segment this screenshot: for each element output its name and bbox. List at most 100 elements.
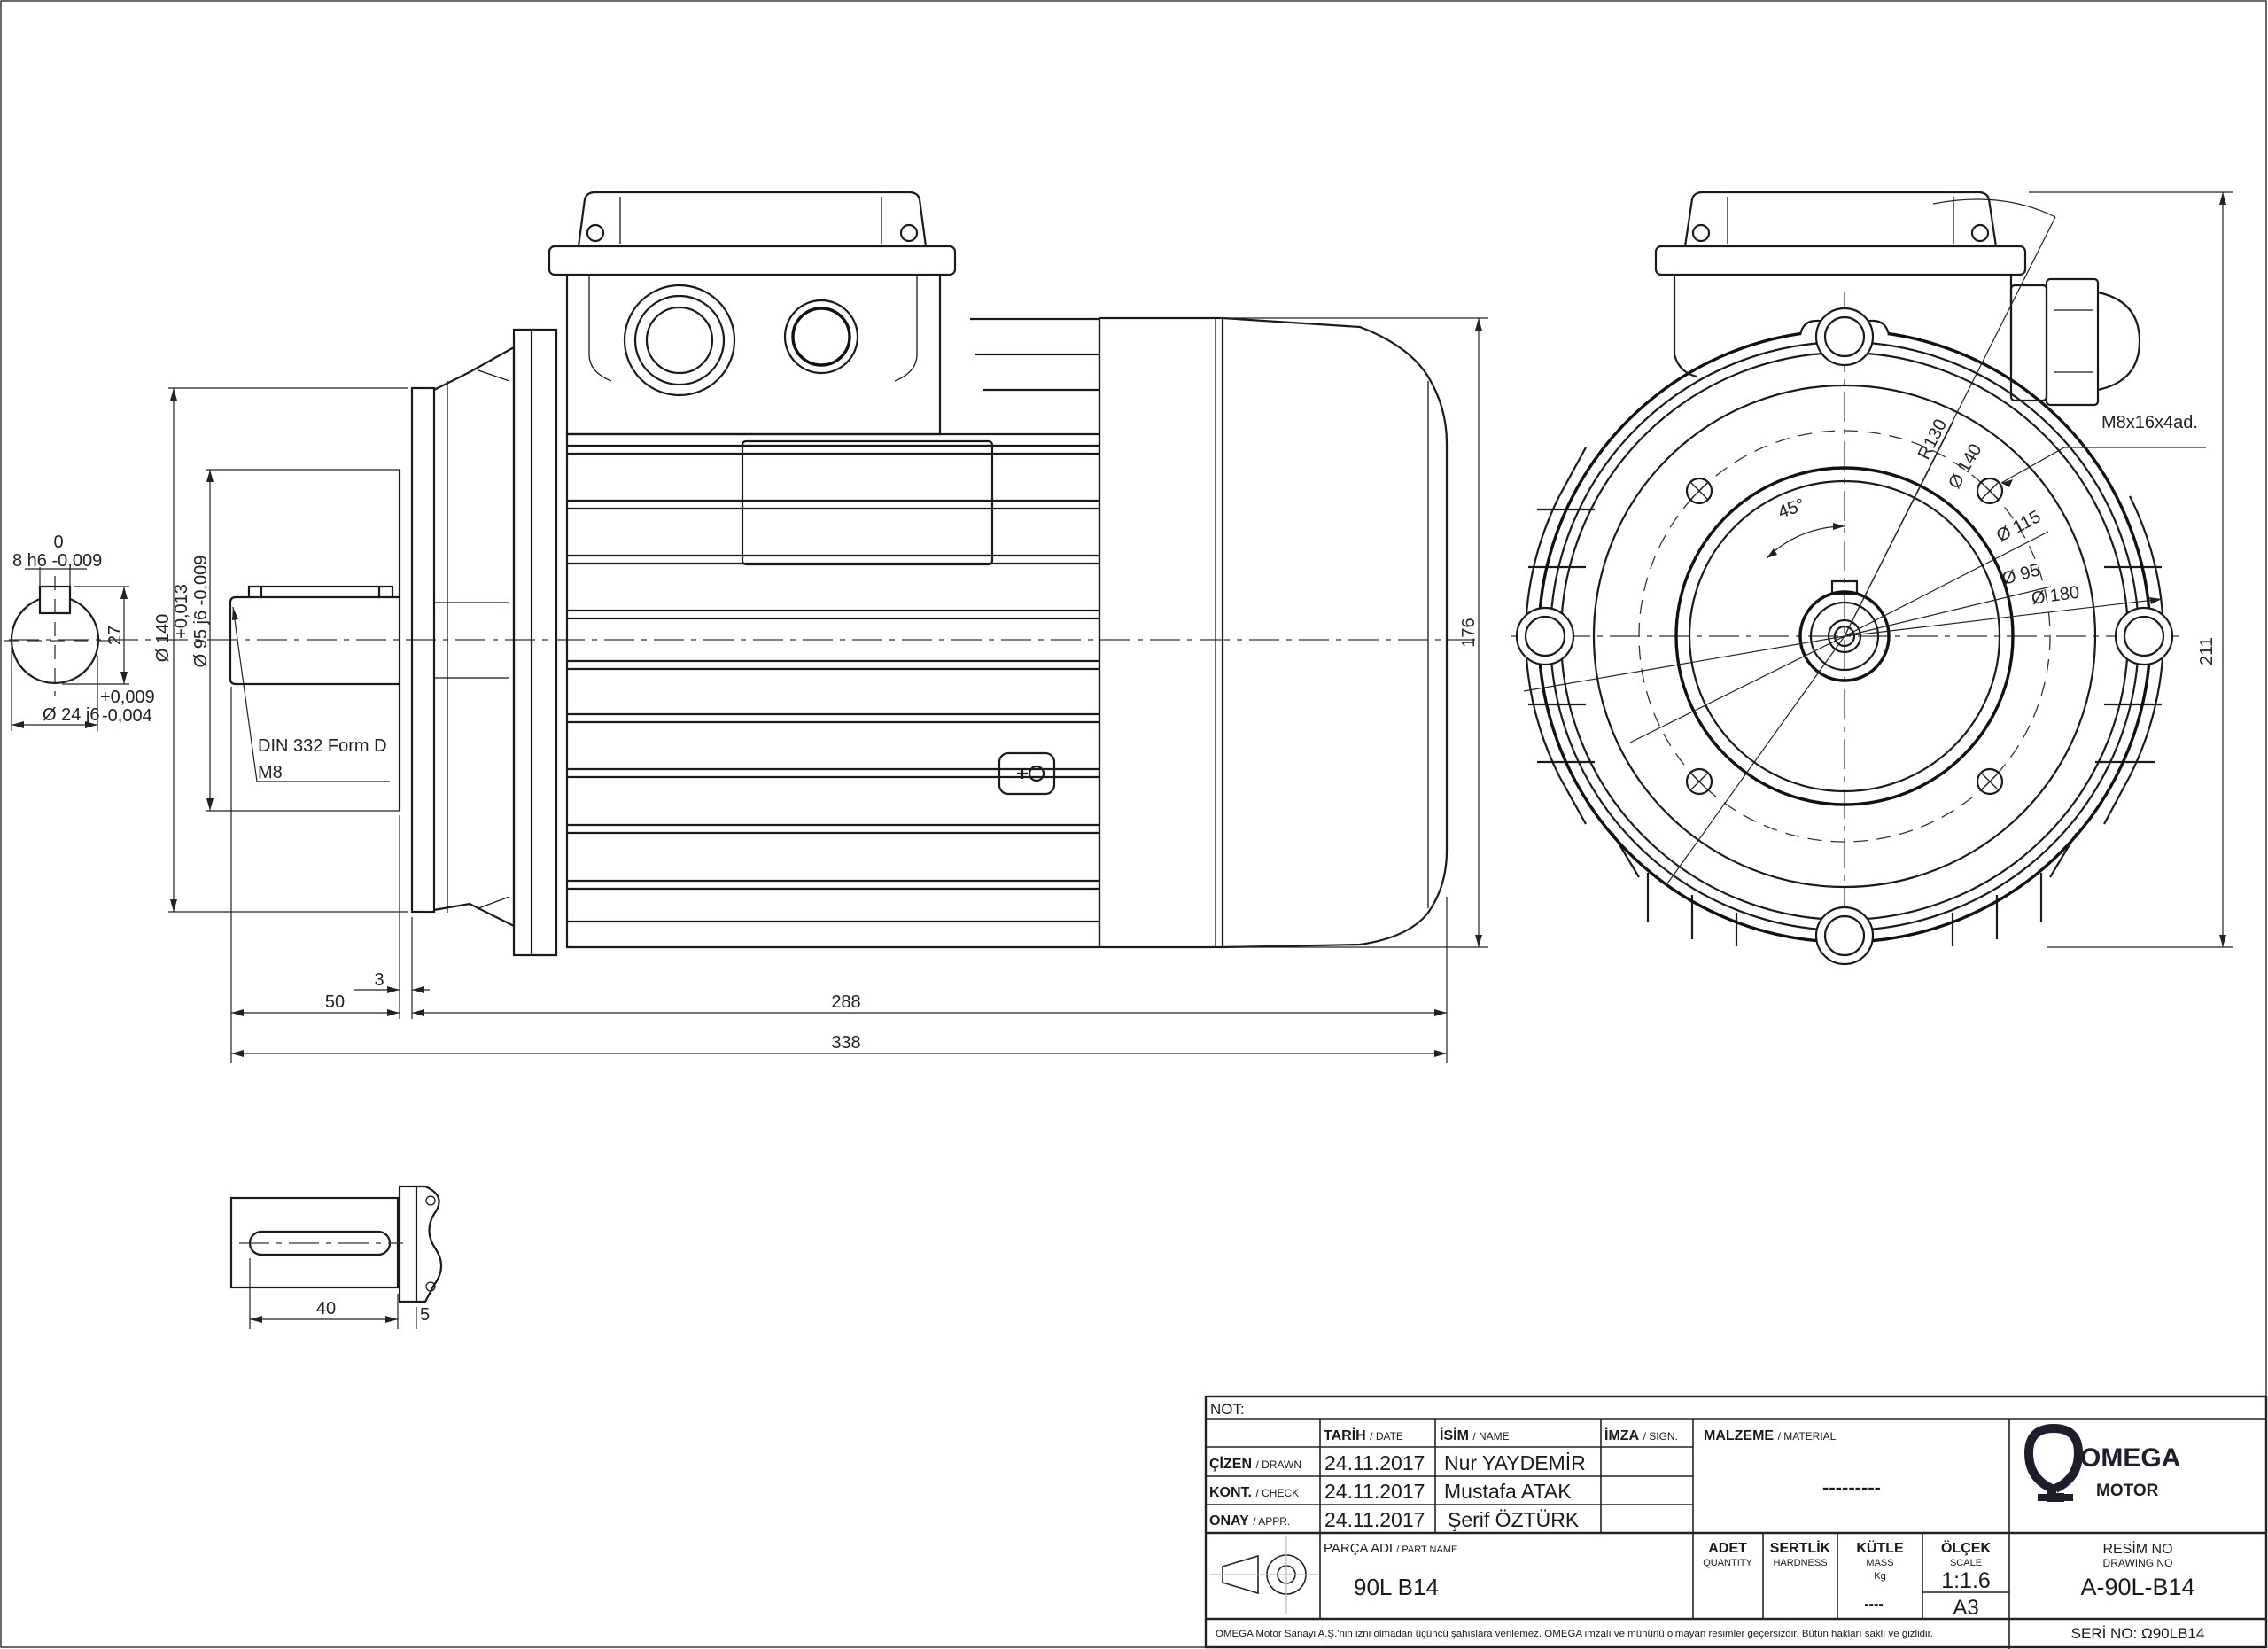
earth-terminal-icon	[998, 751, 1056, 796]
approval-row-drawn: ÇİZEN / DRAWN 24.11.2017 Nur YAYDEMİR	[1209, 1451, 1586, 1474]
side-view: 176 Ø 140 +0,013 Ø 95 j6 -0,009 DIN 332 …	[9, 191, 1488, 1063]
drawing-no-label: RESİM NO	[2102, 1540, 2172, 1557]
sheet-size: A3	[1953, 1596, 1978, 1620]
material-header-en: / MATERIAL	[1778, 1430, 1837, 1443]
title-block: NOT: TARİH / DATE İSİM / NAME İMZA / SIG…	[1204, 1395, 2268, 1649]
terminal-box-end	[1654, 191, 2141, 407]
key-length-40-dim: 40	[316, 1299, 336, 1318]
part-name-label-en: / PART NAME	[1396, 1544, 1457, 1555]
cooling-fins	[567, 444, 1099, 923]
projection-symbol-icon	[1210, 1536, 1318, 1614]
row-name: Nur YAYDEMİR	[1444, 1451, 1586, 1474]
terminal-box	[548, 191, 957, 436]
date-header-en: / DATE	[1370, 1430, 1403, 1443]
length-288-dim: 288	[831, 992, 860, 1012]
dia-95-dim: Ø 95	[2000, 560, 2043, 588]
flange	[410, 386, 436, 914]
part-name-label: PARÇA ADI	[1324, 1541, 1393, 1556]
key-height-dim: 27	[105, 626, 125, 645]
height-211-dim: 211	[2197, 637, 2217, 665]
bolt-holes	[1685, 477, 2004, 796]
omega-logo: OMEGA MOTOR	[2023, 1423, 2180, 1502]
shaft-section-circle	[10, 597, 100, 684]
dia-180-dim: Ø 180	[2031, 583, 2081, 609]
drawing-number: A-90L-B14	[2080, 1574, 2194, 1600]
nameplate	[741, 439, 994, 566]
shaft-top-view: 40 5	[229, 1185, 443, 1329]
mass-label-en: MASS	[1866, 1558, 1893, 1568]
offset-5-dim: 5	[420, 1305, 430, 1325]
cable-gland	[623, 284, 736, 397]
note-label: NOT:	[1210, 1401, 1245, 1418]
key-width-dim: 8 h6 -0,009	[12, 551, 102, 571]
endshield	[433, 346, 516, 928]
hardness-label: SERTLİK	[1770, 1540, 1831, 1556]
drawing-no-label-en: DRAWING NO	[2103, 1557, 2173, 1569]
svg-text:İMZA / SIGN.: İMZA / SIGN.	[1604, 1427, 1678, 1443]
housing-fins	[1524, 447, 2165, 946]
material-value: ---------	[1822, 1476, 1881, 1498]
svg-text:MALZEME / MATERIAL: MALZEME / MATERIAL	[1704, 1428, 1837, 1443]
blanking-plug	[783, 299, 859, 375]
end-view-leaders	[1523, 191, 2233, 948]
thread-note: M8x16x4ad.	[2101, 413, 2198, 432]
row-name: Şerif ÖZTÜRK	[1448, 1508, 1580, 1531]
dia-115-dim: Ø 115	[1993, 507, 2044, 546]
svg-text:TARİH / DATE: TARİH / DATE	[1324, 1427, 1403, 1443]
quantity-label-en: QUANTITY	[1703, 1558, 1752, 1568]
mass-value: ----	[1864, 1597, 1883, 1612]
shaft	[229, 595, 400, 686]
hardness-label-en: HARDNESS	[1773, 1558, 1827, 1568]
fan-cover	[1098, 316, 1449, 949]
part-name: 90L B14	[1354, 1574, 1439, 1600]
flange-circle-140	[1592, 384, 2097, 889]
center-hole-note: DIN 332 Form D	[258, 736, 387, 756]
end-view: 211 R130 Ø 140 Ø 115 Ø 95 Ø 180 45° M8x1…	[1511, 191, 2233, 966]
approval-row-approve: ONAY / APPR. 24.11.2017 Şerif ÖZTÜRK	[1209, 1508, 1580, 1531]
key-tol-upper: 0	[53, 533, 63, 552]
shaft-tol-lower: -0,004	[102, 706, 152, 726]
side-dimensions: 176 Ø 140 +0,013 Ø 95 j6 -0,009 DIN 332 …	[153, 317, 1488, 1063]
shaft-dia-dim: Ø 24 j6	[43, 705, 99, 725]
approval-row-check: KONT. / CHECK 24.11.2017 Mustafa ATAK	[1209, 1480, 1572, 1503]
logo-word: OMEGA	[2080, 1443, 2180, 1473]
row-date: 24.11.2017	[1324, 1508, 1425, 1531]
quantity-label: ADET	[1708, 1541, 1747, 1556]
height-176-dim: 176	[1459, 618, 1479, 647]
name-header: İSİM	[1440, 1427, 1469, 1443]
confidentiality-footer: OMEGA Motor Sanayi A.Ş.'nin izni olmadan…	[1216, 1629, 1933, 1639]
scale-label: ÖLÇEK	[1941, 1539, 1991, 1556]
spigot-dia-95-dim: Ø 95 j6 -0,009	[191, 556, 211, 668]
svg-text:ONAY / APPR.: ONAY / APPR.	[1209, 1513, 1290, 1528]
svg-text:KONT. / CHECK: KONT. / CHECK	[1209, 1485, 1299, 1500]
date-header: TARİH	[1324, 1427, 1366, 1443]
mass-unit: Kg	[1874, 1571, 1885, 1582]
logo-sub: MOTOR	[2096, 1482, 2159, 1500]
svg-text:İSİM / NAME: İSİM / NAME	[1440, 1427, 1510, 1443]
shaft-end-hub	[1798, 579, 1891, 682]
spigot-circle-95	[1674, 466, 2015, 806]
sign-header-en: / SIGN.	[1643, 1430, 1678, 1443]
mass-label: KÜTLE	[1856, 1539, 1904, 1556]
sign-header: İMZA	[1604, 1427, 1640, 1443]
spigot-tol-upper: +0,013	[172, 584, 191, 639]
bolt-circle-115	[1638, 430, 2051, 843]
row-date: 24.11.2017	[1324, 1451, 1425, 1474]
name-header-en: / NAME	[1472, 1430, 1509, 1443]
serial-number: SERİ NO: Ω90LB14	[2071, 1625, 2205, 1642]
gap-3-dim: 3	[374, 970, 384, 990]
center-hole-thread: M8	[258, 763, 283, 782]
svg-text:PARÇA ADI / PART NAME: PARÇA ADI / PART NAME	[1324, 1541, 1457, 1556]
row-name: Mustafa ATAK	[1444, 1480, 1572, 1503]
row-date: 24.11.2017	[1324, 1480, 1425, 1503]
housing-bosses	[1515, 307, 2174, 966]
svg-text:ÇİZEN / DRAWN: ÇİZEN / DRAWN	[1209, 1456, 1301, 1472]
motor-body	[565, 432, 1101, 949]
shaft-key	[247, 585, 394, 597]
radius-130-dim: R130	[1915, 416, 1951, 463]
keyway-slot	[248, 1230, 392, 1256]
key-section-view: 0 8 h6 -0,009 27 Ø 24 j6 +0,009 -0,004	[4, 533, 155, 731]
angle-45-dim: 45°	[1775, 495, 1807, 523]
